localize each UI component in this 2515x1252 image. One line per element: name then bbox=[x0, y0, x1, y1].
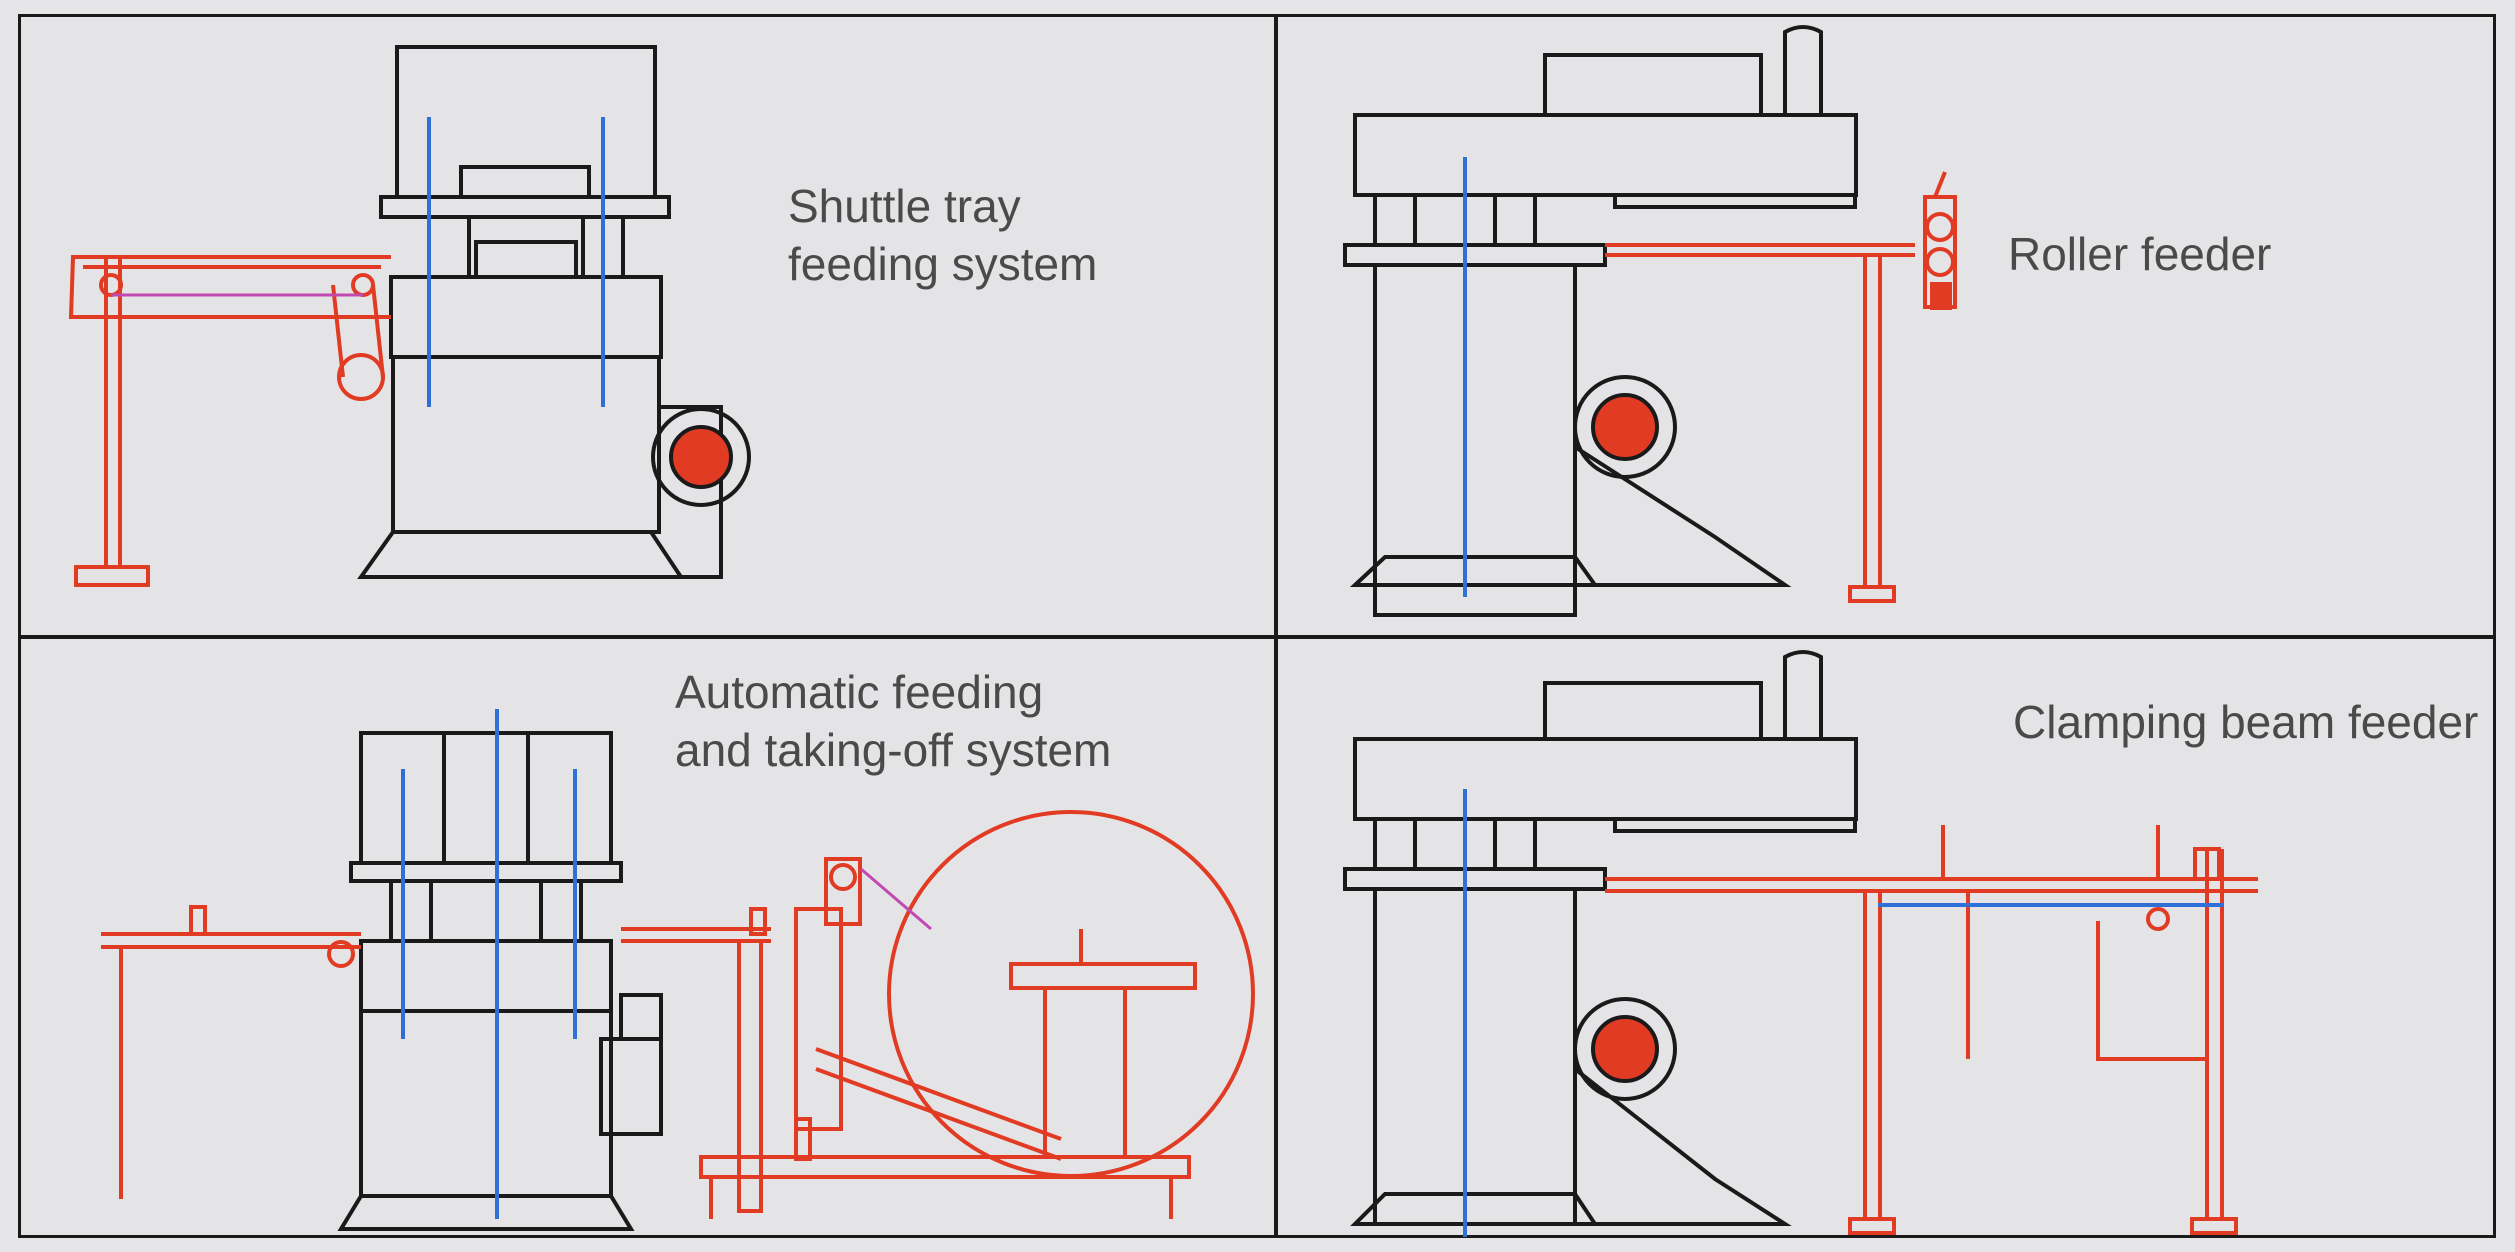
motor-icon bbox=[1591, 1015, 1659, 1083]
roller-feeder-machine-drawing bbox=[1343, 25, 1957, 617]
automatic-feeding-label-line-1: Automatic feeding bbox=[675, 666, 1044, 718]
diagram-frame: Shuttle tray feeding system bbox=[18, 14, 2496, 1238]
roller-feeder-label-line-1: Roller feeder bbox=[2008, 228, 2272, 280]
clamping-beam-machine-drawing bbox=[1343, 650, 2258, 1237]
automatic-feeding-label-line-2: and taking-off system bbox=[675, 724, 1112, 776]
panel-automatic-feeding: Automatic feeding and taking-off system bbox=[21, 639, 1274, 1241]
clamping-beam-label-line-1: Clamping beam feeder bbox=[2013, 696, 2479, 748]
shuttle-tray-label-line-2: feeding system bbox=[788, 238, 1098, 290]
automatic-feeding-machine-drawing bbox=[101, 709, 1255, 1231]
automatic-feeding-label: Automatic feeding and taking-off system bbox=[675, 663, 1111, 779]
shuttle-tray-label: Shuttle tray feeding system bbox=[788, 177, 1097, 293]
panel-clamping-beam: Clamping beam feeder bbox=[1278, 639, 2499, 1241]
clamping-beam-label: Clamping beam feeder bbox=[2013, 693, 2478, 751]
motor-icon bbox=[1591, 393, 1659, 461]
shuttle-tray-label-line-1: Shuttle tray bbox=[788, 180, 1021, 232]
vertical-divider bbox=[1274, 17, 1278, 1235]
roller-feeder-label: Roller feeder bbox=[2008, 225, 2271, 283]
panel-roller-feeder: Roller feeder bbox=[1278, 17, 2499, 635]
shuttle-tray-machine-drawing bbox=[68, 45, 751, 587]
panel-shuttle-tray: Shuttle tray feeding system bbox=[21, 17, 1274, 635]
horizontal-divider bbox=[21, 635, 2493, 639]
motor-icon bbox=[669, 425, 733, 489]
